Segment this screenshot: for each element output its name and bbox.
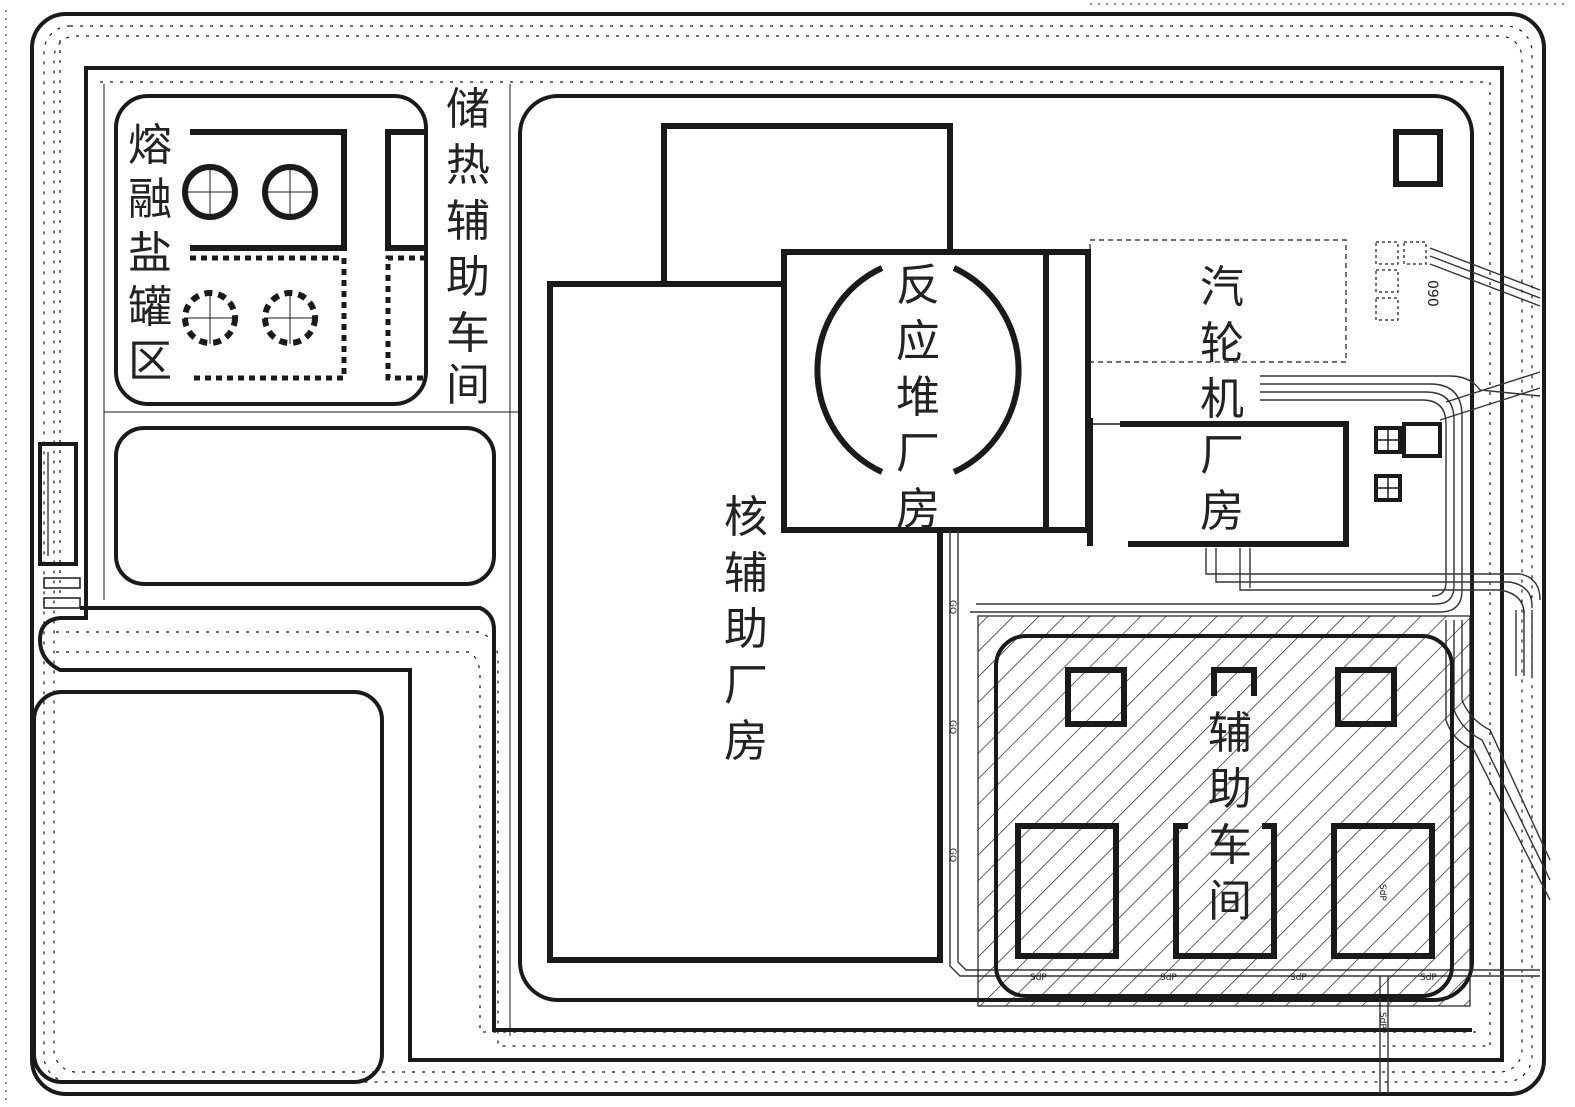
label-heat-storage-char-6: 间 [446, 360, 490, 411]
label-heat-storage-char-5: 车 [446, 308, 490, 359]
aux-room-1 [1065, 667, 1127, 727]
label-reactor-char-1: 反 [896, 260, 940, 311]
aux-workshop-rooms [1015, 667, 1435, 959]
pipe-tag-3: GQ [947, 848, 957, 862]
tank-enclosure-bottom-right [385, 255, 426, 381]
aux-workshop-building [994, 634, 1454, 998]
gate [38, 442, 81, 609]
reactor-containment-left [814, 265, 884, 475]
turbine-building [1087, 129, 1443, 547]
aux-room-2 [1335, 667, 1397, 727]
reactor-containment-right [952, 265, 1022, 475]
label-turbine-char-1: 汽 [1200, 262, 1244, 313]
pipe-tag-9: SdP [1377, 1012, 1387, 1029]
molten-salt-tank-area [114, 94, 428, 406]
label-molten-salt-char-1: 熔 [128, 120, 172, 171]
label-nuclear-aux-char-5: 房 [724, 716, 768, 767]
reactor-building [781, 249, 1091, 533]
label-molten-salt-char-4: 罐 [128, 282, 172, 333]
label-aux-workshop-char-1: 辅 [1208, 708, 1252, 759]
aux-room-3 [1211, 667, 1257, 696]
label-reactor-char-3: 堆 [896, 372, 940, 423]
pipe-tag-6: SdP [1160, 973, 1177, 983]
pipe-tag-5: SdP [1030, 973, 1047, 983]
pipe-tag-1: GQ [947, 600, 957, 614]
label-heat-storage-char-4: 助 [446, 252, 490, 303]
reserved-block-2 [32, 690, 384, 1084]
outer-road-edge [30, 12, 1546, 1096]
label-reactor-char-4: 厂 [896, 428, 940, 479]
label-molten-salt-char-5: 区 [128, 336, 172, 387]
pipe-tag-7: SdP [1290, 973, 1307, 983]
pipe-tag-8: SdP [1420, 973, 1437, 983]
inner-road-dashed [100, 81, 1491, 1046]
middle-road-edge [80, 606, 1472, 1032]
right-tag: 090 [1424, 280, 1440, 307]
label-nuclear-aux-char-2: 辅 [724, 548, 768, 599]
aux-room-4 [1015, 823, 1119, 959]
outer-road-inner-dashed-2 [53, 35, 1523, 1073]
tank-enclosure-bottom-left [190, 255, 347, 381]
tank-enclosure-top-left [190, 129, 347, 251]
label-aux-workshop-char-4: 间 [1208, 876, 1252, 927]
building-labels: 熔 融 盐 罐 区 储 热 辅 助 车 间 反 应 堆 厂 房 核 辅 助 厂 … [128, 84, 1440, 1029]
lower-road-dashed-2 [56, 651, 1476, 1033]
label-heat-storage-char-1: 储 [446, 84, 490, 135]
label-nuclear-aux-char-1: 核 [724, 492, 768, 543]
inner-road-edge [37, 66, 1504, 1062]
label-reactor-char-5: 房 [896, 484, 940, 535]
label-nuclear-aux-char-3: 助 [724, 604, 768, 655]
label-heat-storage-char-3: 辅 [446, 196, 490, 247]
label-nuclear-aux-char-4: 厂 [724, 660, 768, 711]
aux-workshop-area [977, 615, 1471, 1007]
aux-room-6 [1331, 823, 1435, 959]
label-molten-salt-char-3: 盐 [128, 228, 172, 279]
pipe-tag-2: GQ [947, 720, 957, 734]
turbine-hall-dashed [1089, 239, 1347, 363]
label-turbine-char-3: 机 [1200, 374, 1244, 425]
label-reactor-char-2: 应 [896, 316, 940, 367]
label-aux-workshop-char-2: 助 [1208, 764, 1252, 815]
site-roads [5, 3, 1570, 1100]
reserved-block-1 [114, 426, 496, 586]
label-heat-storage-char-2: 热 [446, 140, 490, 191]
tank-enclosure-top-right [385, 129, 426, 251]
pipe-tag-4: SdP [1377, 884, 1387, 901]
label-aux-workshop-char-3: 车 [1208, 820, 1252, 871]
label-molten-salt-char-2: 融 [128, 174, 172, 225]
label-turbine-char-2: 轮 [1200, 318, 1244, 369]
label-turbine-char-4: 厂 [1200, 430, 1244, 481]
aux-room-5 [1173, 823, 1277, 959]
label-turbine-char-5: 房 [1200, 486, 1244, 537]
